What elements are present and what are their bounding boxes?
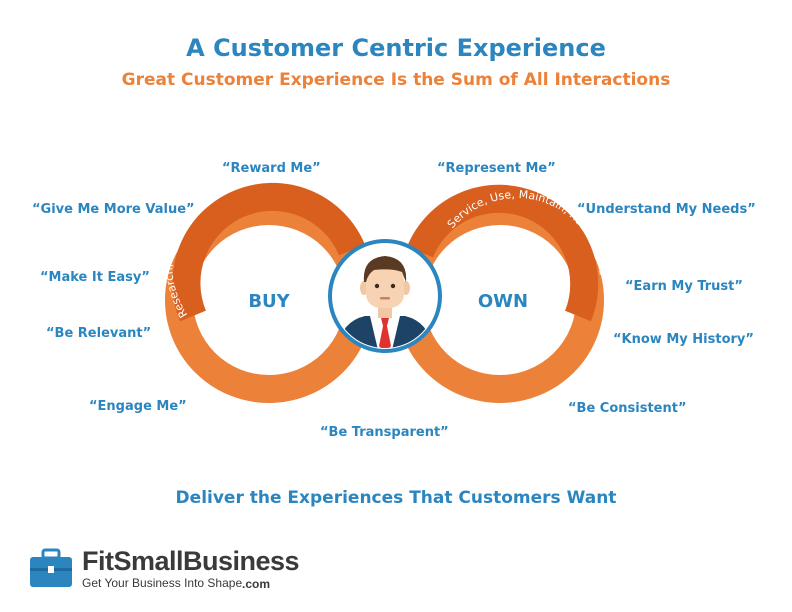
- briefcase-icon: [30, 548, 72, 587]
- quote-engage-me: “Engage Me”: [89, 399, 187, 414]
- brand-name: FitSmallBusiness: [82, 546, 300, 576]
- buy-label: BUY: [248, 291, 290, 312]
- customer-avatar-icon: [328, 239, 442, 353]
- brand-logo[interactable]: FitSmallBusiness Get Your Business Into …: [28, 546, 328, 596]
- quote-be-consistent: “Be Consistent”: [568, 401, 687, 416]
- quote-give-more-value: “Give Me More Value”: [32, 202, 195, 217]
- page-title: A Customer Centric Experience: [186, 34, 606, 62]
- quote-reward-me: “Reward Me”: [222, 161, 321, 176]
- own-loop-top-arc: [407, 184, 599, 322]
- quote-be-transparent: “Be Transparent”: [320, 425, 449, 440]
- own-label: OWN: [478, 291, 528, 312]
- buy-loop-top-arc: [172, 182, 365, 322]
- quote-know-history: “Know My History”: [613, 332, 754, 347]
- quote-understand-needs: “Understand My Needs”: [577, 202, 756, 217]
- quote-represent-me: “Represent Me”: [437, 161, 556, 176]
- tagline-footer: Deliver the Experiences That Customers W…: [175, 488, 617, 508]
- brand-tagline: Get Your Business Into Shape: [82, 576, 243, 590]
- brand-suffix: .com: [242, 577, 271, 591]
- quote-earn-trust: “Earn My Trust”: [625, 279, 743, 294]
- quote-be-relevant: “Be Relevant”: [46, 326, 152, 341]
- page-subtitle: Great Customer Experience Is the Sum of …: [121, 70, 671, 90]
- quote-make-it-easy: “Make It Easy”: [40, 270, 150, 285]
